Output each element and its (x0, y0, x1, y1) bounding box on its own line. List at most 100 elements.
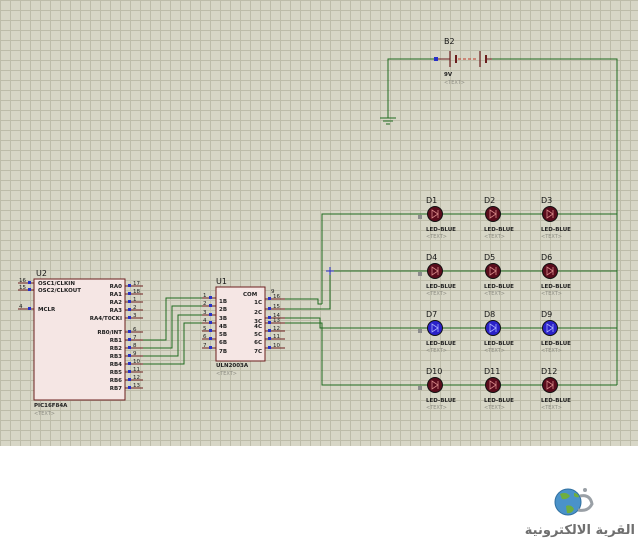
led-body (485, 320, 501, 336)
row-3-wire (310, 317, 427, 329)
led-value: LED-BLUE (484, 398, 514, 404)
led-ref: D4 (426, 253, 437, 262)
schematic-canvas: B2 9V <TEXT> (18, 37, 618, 417)
led-row-marker (418, 329, 422, 333)
led-diode-symbol (546, 266, 554, 276)
led-matrix-wiring (143, 213, 617, 386)
pin-name: RB3 (110, 354, 122, 360)
pin-number: 15 (19, 285, 26, 291)
led-value: LED-BLUE (541, 398, 571, 404)
led-body (427, 320, 443, 336)
pin-name: 1B (219, 299, 227, 305)
site-logo (554, 488, 594, 516)
u1-com-label: COM (243, 292, 257, 298)
led-diode-symbol (489, 323, 497, 333)
led-ref: D8 (484, 310, 495, 319)
led-body (542, 263, 558, 279)
pin-number: 14 (273, 313, 280, 319)
pin-number: 16 (273, 294, 280, 300)
led-ref: D9 (541, 310, 552, 319)
pin-number: 3 (133, 313, 137, 319)
battery-pin-marker (434, 57, 438, 61)
led-row-marker (418, 215, 422, 219)
led-ref: D5 (484, 253, 495, 262)
led-body (485, 263, 501, 279)
pin-name: RA2 (110, 300, 122, 306)
u2-right-pins: 17RA018RA11RA22RA33RA4/T0CKI6RB0/INT7RB1… (90, 281, 143, 392)
pin-name: 2C (254, 310, 262, 316)
u1-in-pin-3: 33B (202, 310, 227, 322)
battery-right-wire (492, 58, 618, 385)
led-ref: D2 (484, 196, 495, 205)
rb3-wire (143, 314, 202, 357)
u1-in-pin-2: 22B (202, 301, 227, 313)
led-diode-symbol (546, 380, 554, 390)
battery-text: <TEXT> (444, 80, 465, 86)
rb1-wire (143, 297, 202, 341)
pin-number: 12 (273, 326, 280, 332)
battery-symbol[interactable] (438, 51, 492, 67)
led-text: <TEXT> (484, 405, 505, 411)
u1-out-pin-16: 16 1C (254, 294, 285, 306)
pin-name: MCLR (38, 307, 56, 313)
pin-name: 4B (219, 324, 227, 330)
u1-ref: U1 (216, 277, 227, 286)
led-row-marker (418, 386, 422, 390)
pin-number: 7 (133, 335, 137, 341)
pin-name: OSC1/CLKIN (38, 281, 75, 287)
u1-in-pin-6: 66B (202, 334, 227, 346)
pin-number: 2 (133, 305, 137, 311)
pin-number: 7 (203, 343, 207, 349)
led-diode-symbol (546, 209, 554, 219)
pin-name: RA4/T0CKI (90, 316, 122, 322)
led-text: <TEXT> (426, 291, 447, 297)
led-value: LED-BLUE (426, 341, 456, 347)
led-body (427, 263, 443, 279)
led-body (542, 377, 558, 393)
u1-in-pin-1: 11B (202, 293, 227, 305)
pin-name: RB4 (110, 362, 122, 368)
pin-name: 6C (254, 340, 262, 346)
led-text: <TEXT> (484, 291, 505, 297)
led-value: LED-BLUE (541, 284, 571, 290)
pin-name: 1C (254, 300, 262, 306)
pin-name: RA1 (110, 292, 122, 298)
led-text: <TEXT> (541, 348, 562, 354)
rb4-wire (143, 322, 202, 365)
led-text: <TEXT> (541, 234, 562, 240)
led-array: D1LED-BLUE<TEXT>D2LED-BLUE<TEXT>D3LED-BL… (418, 196, 571, 411)
pin-name: RB6 (110, 378, 122, 384)
led-ref: D1 (426, 196, 437, 205)
pin-number: 18 (133, 289, 140, 295)
led-value: LED-BLUE (426, 398, 456, 404)
pin-name: RB0/INT (97, 330, 122, 336)
led-text: <TEXT> (426, 405, 447, 411)
u1-part: ULN2003A (216, 363, 249, 369)
pin-name: 3B (219, 316, 227, 322)
u1-driver[interactable]: U1 COM 9 ULN2003A <TEXT> 11B22B33B44B55B… (202, 277, 285, 377)
led-ref: D3 (541, 196, 552, 205)
led-value: LED-BLUE (426, 284, 456, 290)
led-diode-symbol (546, 323, 554, 333)
